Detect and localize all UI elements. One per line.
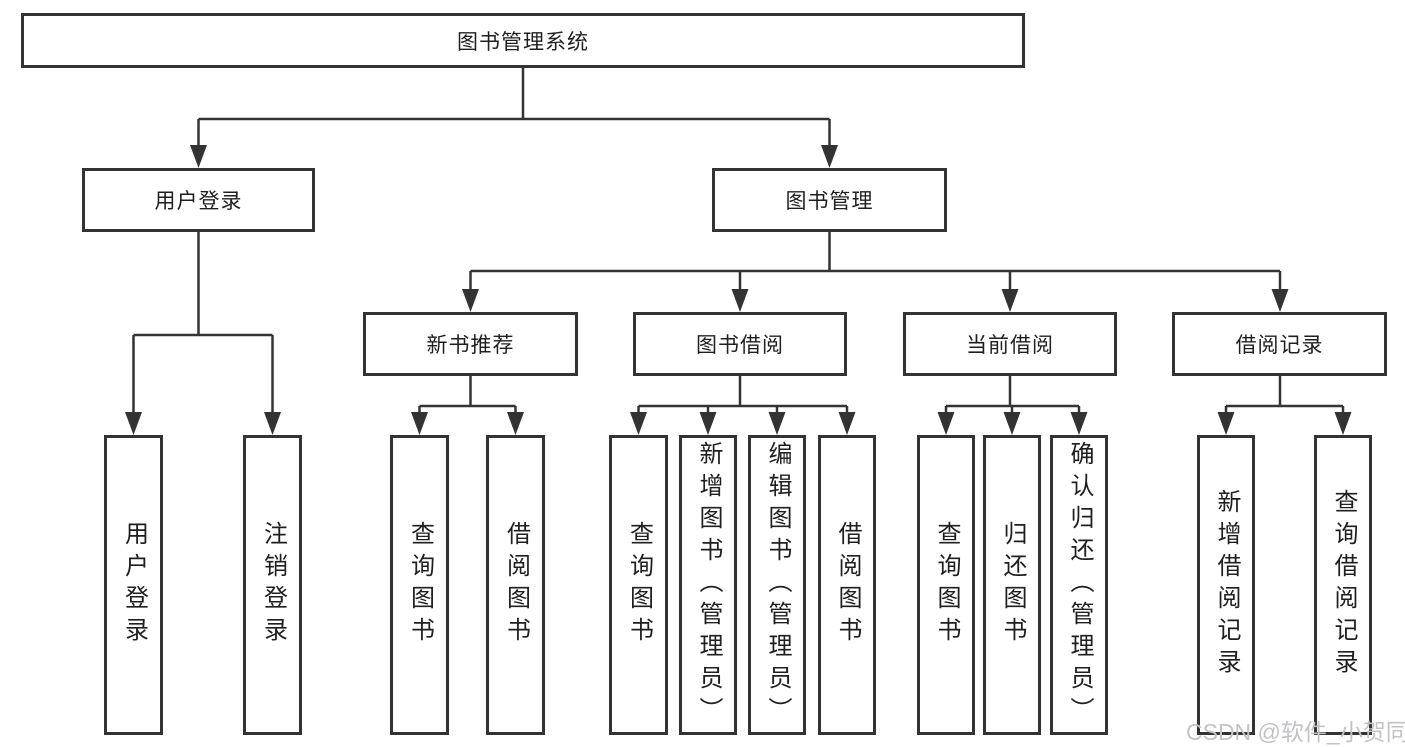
node-current-borrow: 当前借阅 (903, 312, 1117, 376)
leaf-borrow-add-books-admin-label: 新增图书（管理员） (695, 441, 722, 729)
leaf-current-return-books-label: 归还图书 (999, 521, 1026, 649)
leaf-borrow-borrow-books: 借阅图书 (818, 435, 876, 735)
leaf-current-confirm-return-admin: 确认归还（管理员） (1050, 435, 1108, 735)
leaf-records-add-record-label: 新增借阅记录 (1213, 489, 1240, 681)
leaf-records-add-record: 新增借阅记录 (1197, 435, 1255, 735)
node-current-borrow-label: 当前借阅 (966, 334, 1054, 357)
node-root-system: 图书管理系统 (21, 13, 1025, 68)
node-borrow-records-label: 借阅记录 (1235, 334, 1324, 357)
node-book-management: 图书管理 (712, 168, 947, 232)
leaf-records-query-record: 查询借阅记录 (1314, 435, 1372, 735)
csdn-watermark: CSDN @软件_小贺同学 (1186, 719, 1405, 745)
leaf-rec-borrow-books: 借阅图书 (486, 435, 545, 735)
node-new-book-recommend-label: 新书推荐 (426, 334, 515, 357)
leaf-rec-query-books: 查询图书 (390, 435, 449, 735)
leaf-current-return-books: 归还图书 (983, 435, 1041, 735)
leaf-user-login-label: 用户登录 (120, 521, 148, 649)
leaf-current-query-books: 查询图书 (917, 435, 975, 735)
leaf-user-login: 用户登录 (104, 435, 163, 735)
connector-paths (132, 68, 1345, 417)
leaf-borrow-borrow-books-label: 借阅图书 (834, 521, 861, 649)
node-root-label: 图书管理系统 (457, 30, 589, 54)
leaf-records-query-record-label: 查询借阅记录 (1330, 489, 1357, 681)
connector-arrowheads (125, 145, 1352, 435)
leaf-rec-query-books-label: 查询图书 (406, 521, 434, 649)
leaf-borrow-edit-books-admin: 编辑图书（管理员） (748, 435, 806, 735)
node-book-borrow-label: 图书借阅 (696, 334, 784, 357)
leaf-current-confirm-return-admin-label: 确认归还（管理员） (1066, 441, 1093, 729)
leaf-borrow-edit-books-admin-label: 编辑图书（管理员） (764, 441, 791, 729)
node-new-book-recommend: 新书推荐 (363, 312, 578, 376)
leaf-borrow-add-books-admin: 新增图书（管理员） (679, 435, 737, 735)
node-borrow-records: 借阅记录 (1172, 312, 1387, 376)
leaf-current-query-books-label: 查询图书 (933, 521, 960, 649)
node-user-login: 用户登录 (82, 168, 315, 232)
node-book-borrow: 图书借阅 (633, 312, 847, 376)
node-user-login-label: 用户登录 (154, 190, 243, 213)
node-book-management-label: 图书管理 (785, 190, 874, 213)
leaf-borrow-query-books-label: 查询图书 (625, 521, 653, 649)
leaf-rec-borrow-books-label: 借阅图书 (502, 521, 530, 649)
leaf-logout: 注销登录 (243, 435, 302, 735)
leaf-logout-label: 注销登录 (259, 521, 287, 649)
leaf-borrow-query-books: 查询图书 (609, 435, 668, 735)
